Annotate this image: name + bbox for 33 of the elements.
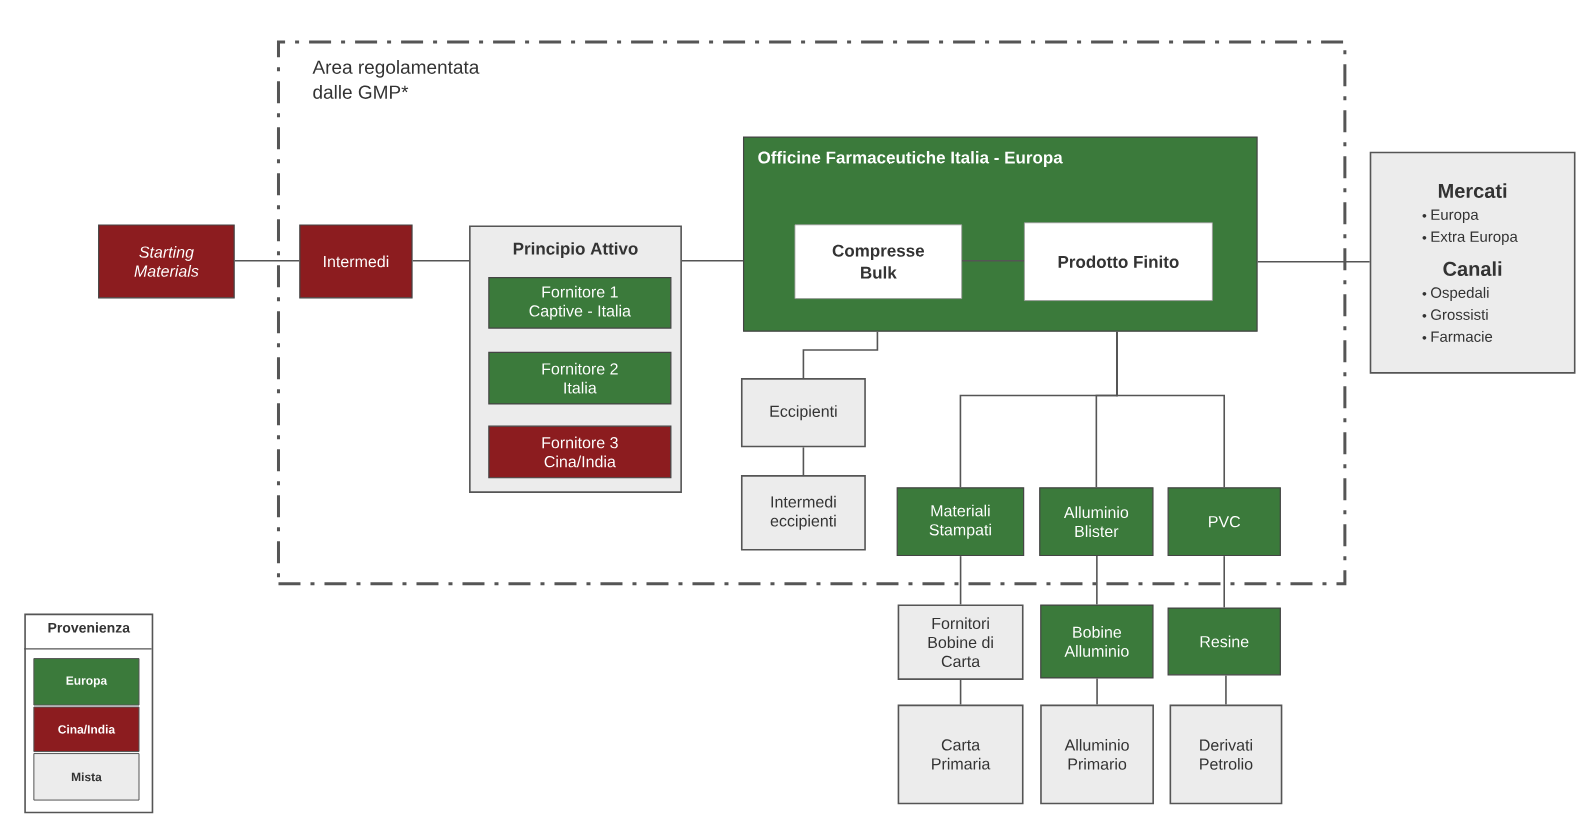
process-box: Alluminio Blister <box>1039 487 1154 557</box>
process-box: Prodotto Finito <box>1024 222 1213 301</box>
connector-line <box>959 555 962 606</box>
connector-line <box>411 260 470 262</box>
process-box: Starting Materials <box>98 224 235 299</box>
process-box: Eccipienti <box>740 378 866 448</box>
connector-line <box>1116 330 1226 489</box>
connector-line <box>1225 674 1227 706</box>
process-box: Bobine Alluminio <box>1040 604 1154 679</box>
process-box: Fornitore 1 Captive - Italia <box>488 276 672 329</box>
connector-line <box>233 260 301 262</box>
connector-line <box>1096 677 1098 706</box>
connector-line <box>1223 555 1226 609</box>
process-box: PVC <box>1167 487 1281 557</box>
connector-line <box>802 330 879 379</box>
process-box: Resine <box>1167 607 1281 676</box>
connector-line <box>959 679 962 706</box>
process-box: Fornitore 2 Italia <box>488 351 672 405</box>
connector-line <box>1096 555 1098 606</box>
process-box: Alluminio Primario <box>1040 704 1154 805</box>
process-box: Carta Primaria <box>897 704 1024 805</box>
process-box: Materiali Stampati <box>896 487 1025 557</box>
process-box: Derivati Petrolio <box>1169 704 1283 805</box>
process-box: Intermedi eccipienti <box>740 475 866 551</box>
process-box: Fornitore 3 Cina/India <box>488 425 672 479</box>
connector-line <box>1256 261 1371 263</box>
process-box: Intermedi <box>299 224 413 299</box>
connector-line <box>681 260 744 262</box>
process-box: Fornitori Bobine di Carta <box>897 604 1024 680</box>
markets-box: Mercati Europa Extra Europa Canali Ospedali Grossisti Farmacie <box>1369 151 1576 374</box>
process-box: Compresse Bulk <box>794 224 963 299</box>
connector-line <box>802 446 805 476</box>
connector-line <box>961 260 1025 262</box>
